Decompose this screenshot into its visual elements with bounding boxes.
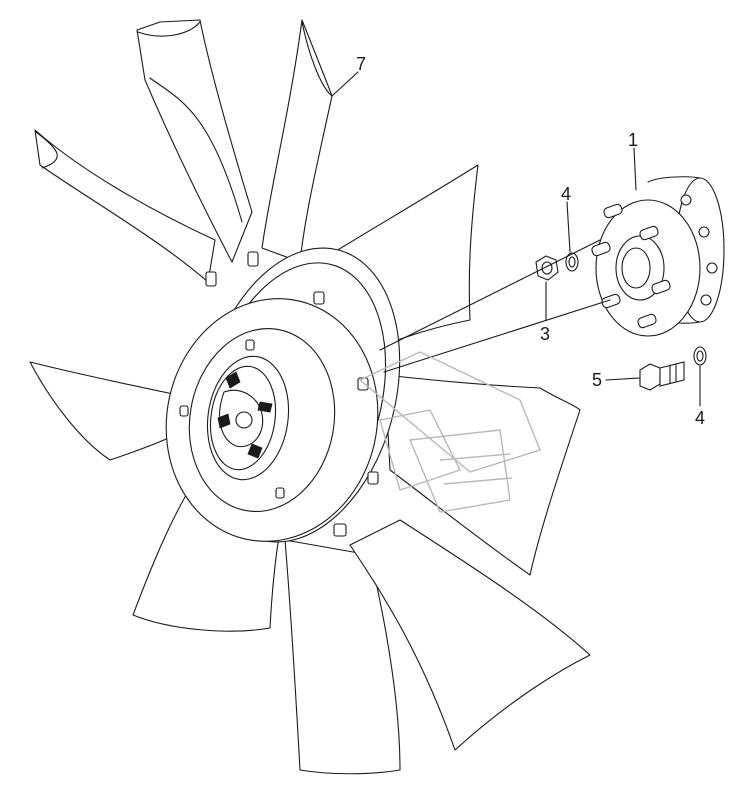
hub-peg [275, 487, 285, 499]
hub-peg [247, 251, 259, 267]
fan-blade-bottom [284, 539, 401, 775]
leader-lines [331, 71, 701, 407]
callout-4-upper: 4 [561, 184, 571, 204]
fan-hub [165, 247, 401, 543]
callout-3: 3 [540, 324, 550, 344]
hub-peg [333, 523, 347, 537]
hub-peg [179, 405, 189, 417]
fan-blade-left-upper [34, 129, 216, 283]
hub-front-plate [165, 298, 379, 542]
fan-blade-top-left [136, 19, 253, 263]
part-1-hub-flange [591, 176, 725, 337]
leader-1 [633, 147, 637, 191]
hub-peg [367, 471, 379, 485]
part-4-washer-lower [693, 346, 707, 366]
fan-blade-left [29, 361, 183, 461]
hub-peg [313, 291, 325, 305]
fan-blades [29, 19, 591, 775]
callout-5: 5 [592, 370, 602, 390]
callout-4-lower: 4 [695, 408, 705, 428]
fan-blade-right [384, 374, 581, 576]
leader-4-upper [566, 201, 571, 253]
fan-blade-bottom-right [349, 519, 591, 751]
hub-center-mount [217, 371, 273, 459]
leader-7 [331, 71, 359, 97]
assembly-guide [383, 299, 611, 373]
part-4-washer-upper [565, 252, 579, 272]
leader-5 [605, 377, 641, 381]
hub-peg [245, 339, 255, 351]
callout-1: 1 [628, 130, 638, 150]
assembly-guide [379, 239, 601, 351]
hub-peg [205, 271, 217, 287]
callout-7: 7 [356, 54, 366, 74]
part-5-bolt [639, 361, 685, 391]
part-3-nut [535, 255, 559, 281]
watermark-logo [358, 351, 541, 513]
fan-blade-top [261, 19, 333, 263]
